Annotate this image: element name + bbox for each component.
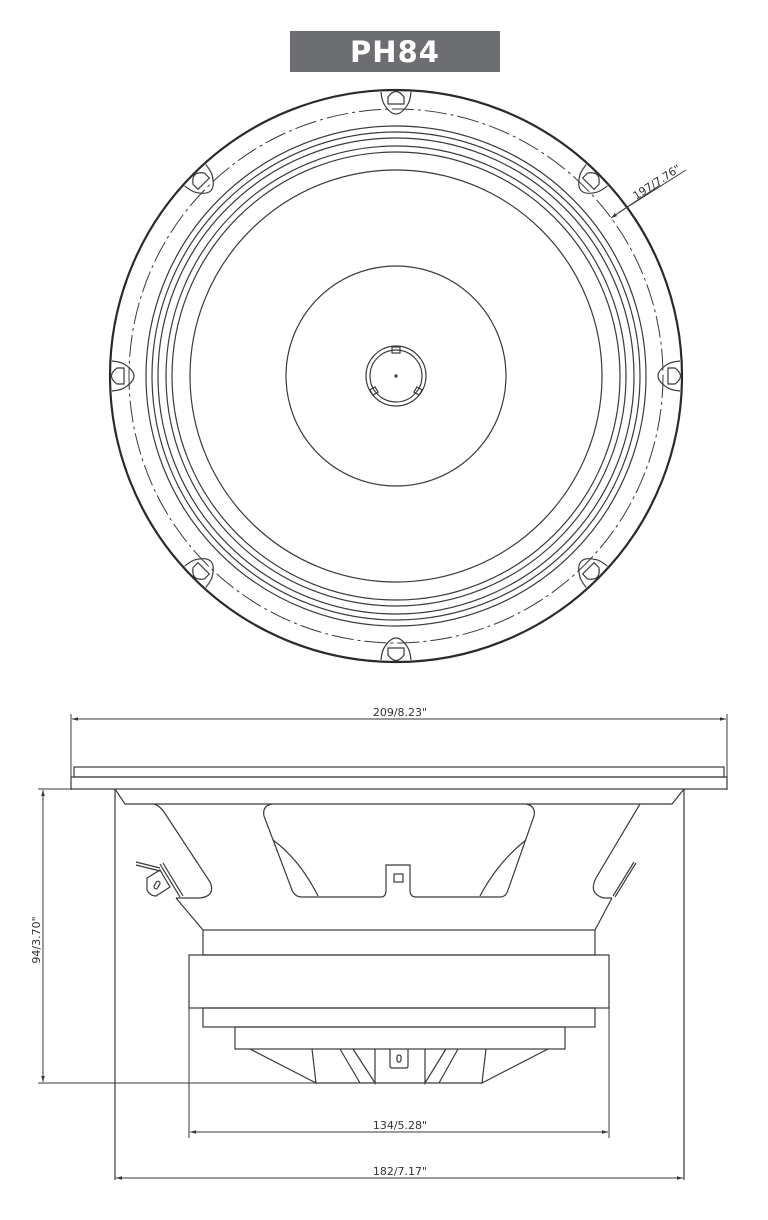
magnet	[188, 954, 610, 1009]
phase-plug-outer	[365, 345, 427, 407]
side-view: 209/8.23"	[30, 706, 728, 1180]
bolt-circle-dimension: 197/7.76"	[610, 162, 687, 219]
model-title: PH84	[350, 34, 440, 69]
terminal-left	[135, 861, 184, 898]
basket-top	[114, 788, 685, 805]
bolt-circle	[128, 108, 664, 644]
dust-cap-circle	[285, 265, 507, 487]
mounting-tabs	[110, 90, 682, 662]
gasket-ring	[73, 766, 725, 778]
bolt-circle-label: 197/7.76"	[631, 162, 684, 202]
cone-edge-circle	[189, 169, 603, 583]
back-plate	[202, 1007, 596, 1028]
model-title-badge: PH84	[290, 31, 500, 72]
cutout-diameter-label: 182/7.17"	[373, 1165, 427, 1178]
outer-frame-circle	[108, 88, 684, 664]
heatsink-base	[234, 1026, 566, 1050]
top-plate	[202, 929, 596, 956]
phase-plug-inner	[369, 349, 423, 403]
front-view: 197/7.76"	[108, 88, 687, 664]
frame-flange	[70, 776, 728, 790]
overall-diameter-label: 209/8.23"	[373, 706, 427, 719]
magnet-diameter-label: 134/5.28"	[373, 1119, 427, 1132]
terminal-right	[612, 861, 637, 898]
mounting-depth-label: 94/3.70"	[30, 916, 43, 963]
